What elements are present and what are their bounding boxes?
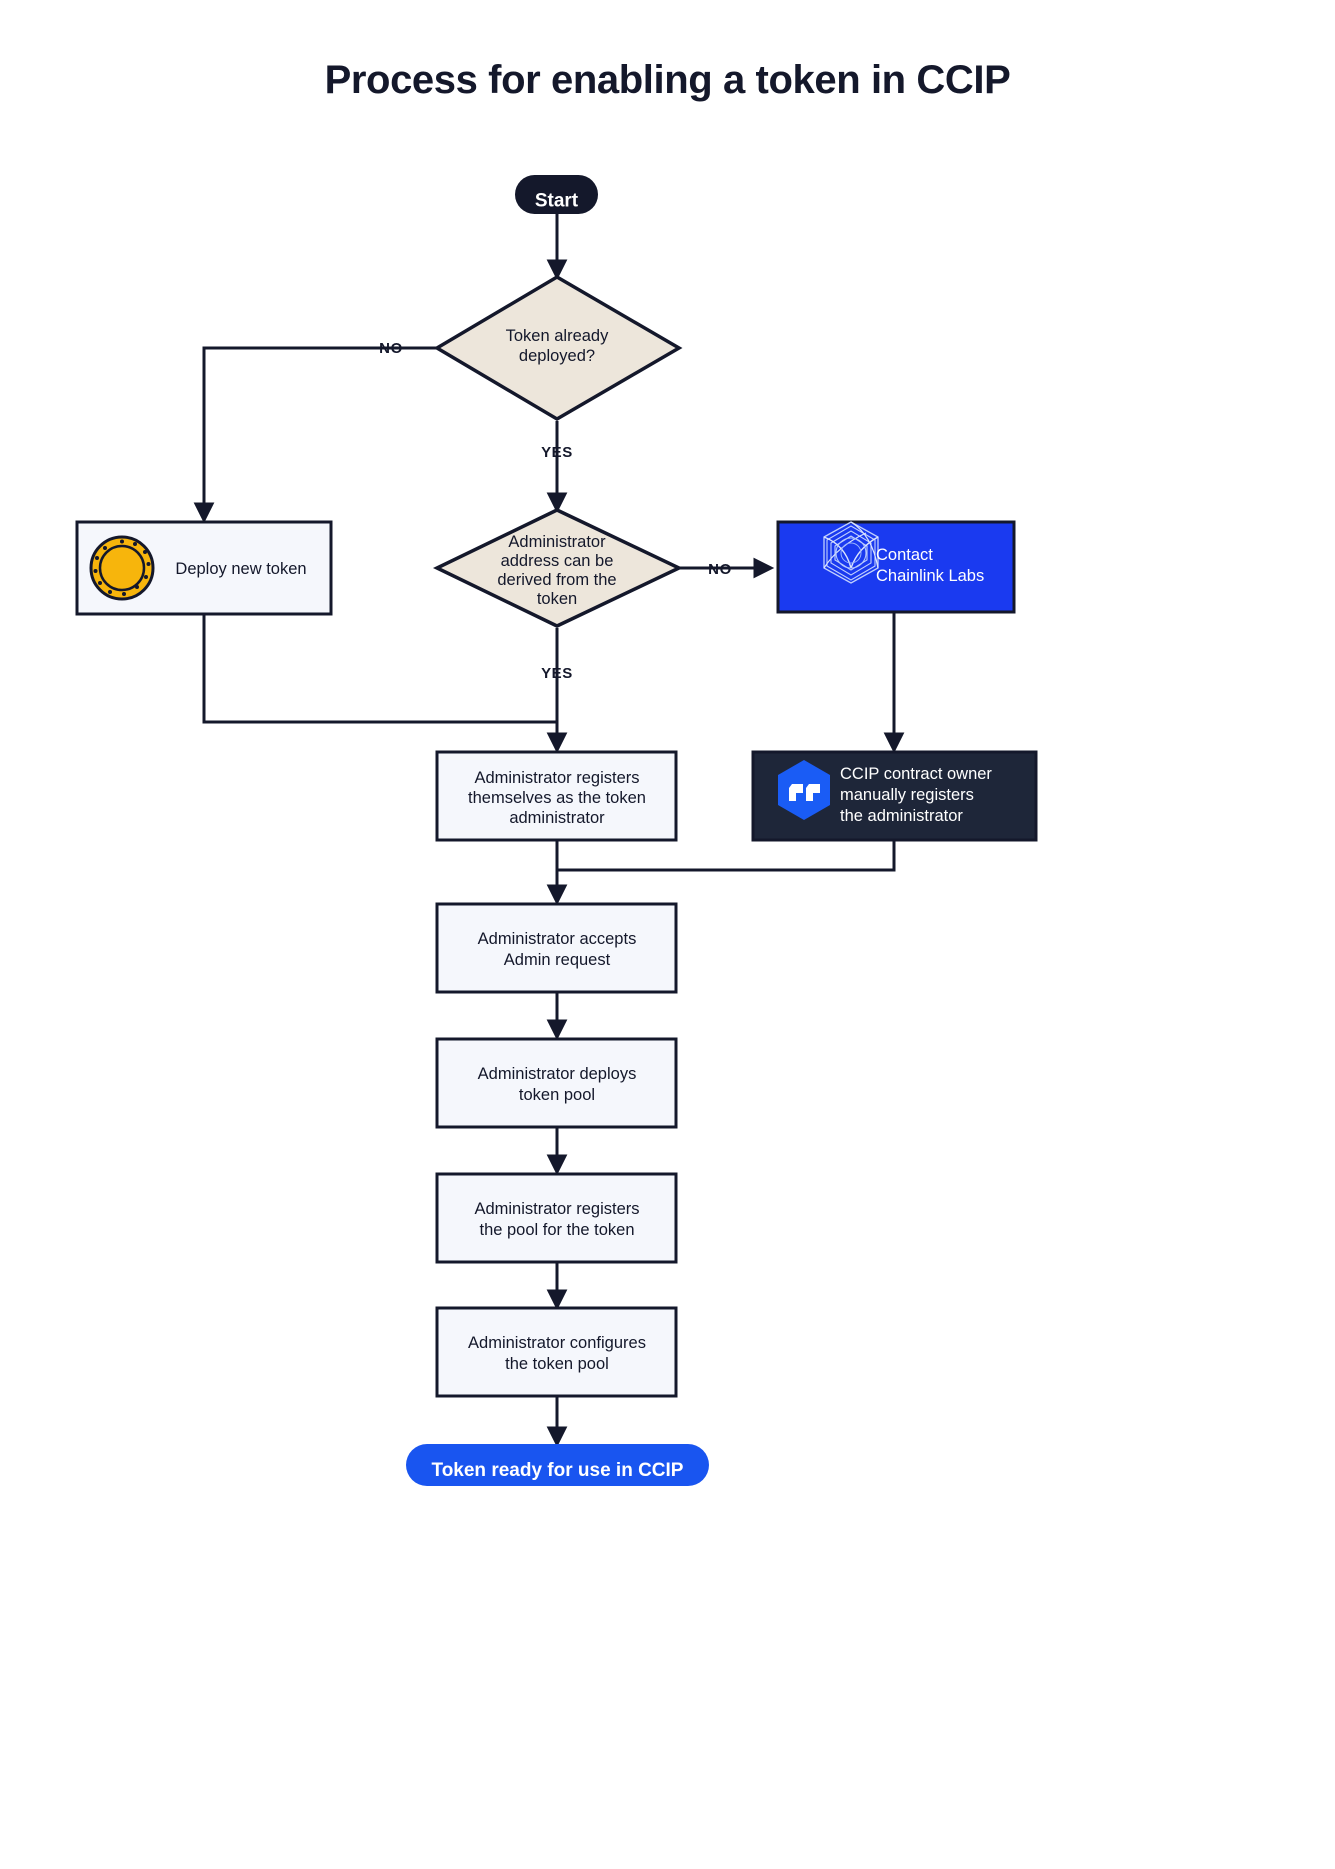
node-ccip-owner-line-3: the administrator [840,807,963,825]
node-contact-chainlink-line-1: Contact [876,546,933,564]
node-ccip-owner-line-2: manually registers [840,786,974,804]
node-ccip-owner-registers[interactable]: CCIP contract owner manually registers t… [751,750,1038,842]
node-decision-token-deployed[interactable]: Token already deployed? [433,274,683,422]
node-ccip-owner-line-1: CCIP contract owner [840,765,992,783]
edge-label-derived-yes: YES [541,665,573,682]
edge-deploy-merge [202,614,557,724]
node-admin-deploys-pool[interactable]: Administrator deploys token pool [435,1037,678,1129]
node-decision-admin-derived[interactable]: Administrator address can be derived fro… [432,508,684,628]
edge-label-deployed-yes: YES [541,444,573,461]
ccip-hex-icon [778,760,830,820]
edge-label-deployed-no: NO [379,340,403,357]
decision-derived-line-3: derived from the [497,571,616,589]
node-admin-configures-pool[interactable]: Administrator configures the token pool [435,1306,678,1398]
decision-deployed-line-1: Token already [506,327,609,345]
node-end-token-ready[interactable]: Token ready for use in CCIP [406,1444,709,1486]
chainlink-logo-icon [823,521,879,584]
node-admin-configures-pool-line-2: the token pool [505,1355,609,1373]
page-title: Process for enabling a token in CCIP [324,58,1011,102]
node-start-label: Start [535,191,579,212]
node-contact-chainlink-line-2: Chainlink Labs [876,567,984,585]
node-admin-registers-self-line-2: themselves as the token [468,789,646,807]
node-admin-deploys-pool-line-2: token pool [519,1086,595,1104]
node-admin-registers-self[interactable]: Administrator registers themselves as th… [435,750,678,842]
decision-deployed-line-2: deployed? [519,347,595,365]
node-admin-accepts-line-2: Admin request [504,951,611,969]
node-admin-registers-self-line-3: administrator [509,809,605,827]
decision-derived-line-4: token [537,590,577,608]
node-admin-accepts[interactable]: Administrator accepts Admin request [435,902,678,994]
node-admin-registers-pool[interactable]: Administrator registers the pool for the… [435,1172,678,1264]
node-admin-deploys-pool-line-1: Administrator deploys [478,1065,637,1083]
edge-label-derived-no: NO [708,561,732,578]
gold-coin-icon [89,535,155,601]
node-admin-registers-self-line-1: Administrator registers [474,769,639,787]
node-start[interactable]: Start [515,175,598,214]
edge-ccipowner-merge [557,840,896,872]
node-admin-registers-pool-line-2: the pool for the token [479,1221,634,1239]
edge-deployed-no [193,346,437,524]
node-admin-registers-pool-line-1: Administrator registers [474,1200,639,1218]
decision-derived-line-1: Administrator [508,533,606,551]
node-contact-chainlink-labs[interactable]: Contact Chainlink Labs [776,520,1016,614]
node-deploy-new-token[interactable]: Deploy new token [75,520,333,616]
node-end-label: Token ready for use in CCIP [432,1460,684,1481]
node-admin-accepts-line-1: Administrator accepts [478,930,637,948]
decision-derived-line-2: address can be [501,552,614,570]
node-admin-configures-pool-line-1: Administrator configures [468,1334,646,1352]
node-deploy-new-token-label: Deploy new token [175,560,306,578]
